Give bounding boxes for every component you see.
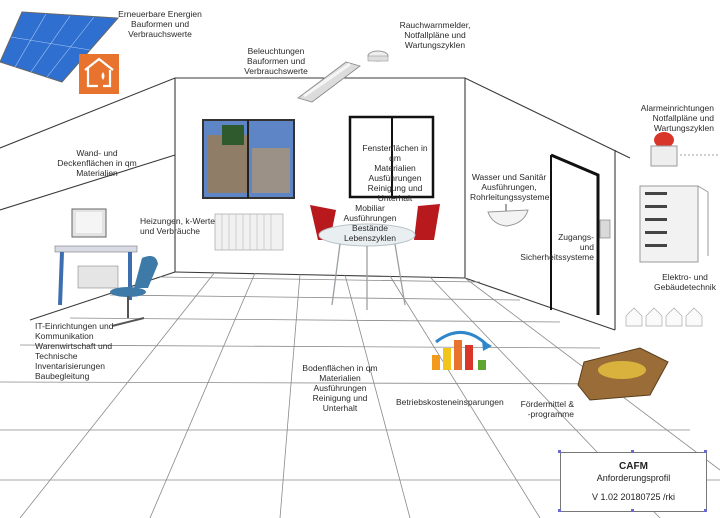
selection-handle[interactable] — [631, 509, 634, 512]
label-furniture: Mobiliar Ausführungen Bestände Lebenszyk… — [343, 203, 397, 243]
door-icon — [550, 153, 611, 315]
label-it-facilities: IT-Einrichtungen und Kommunikation Waren… — [35, 321, 114, 381]
heat-pump-icon — [79, 54, 119, 94]
label-smoke-detectors: Rauchwarnmelder, Notfallpläne und Wartun… — [399, 20, 471, 50]
radiator-icon — [214, 213, 284, 251]
room-outline — [0, 77, 631, 331]
savings-chart-icon — [432, 331, 492, 370]
label-renewable-energy: Erneuerbare Energien Bauformen und Verbr… — [118, 9, 202, 39]
info-box-subtitle: Anforderungsprofil — [596, 473, 671, 483]
window-right — [348, 115, 435, 199]
label-heating: Heizungen, k-Werte und Verbräuche — [140, 216, 215, 236]
selection-handle[interactable] — [704, 509, 707, 512]
ceiling-light-icon — [297, 61, 361, 103]
label-operating-cost-savings: Betriebskosteneinsparungen — [396, 397, 504, 407]
selection-handle[interactable] — [704, 450, 707, 453]
info-box-version: V 1.02 20180725 /rki — [591, 492, 676, 502]
treasure-chest-icon — [577, 347, 669, 401]
selection-handle[interactable] — [558, 450, 561, 453]
alarm-light-icon — [650, 132, 678, 167]
selection-handle[interactable] — [631, 450, 634, 453]
electrical-cabinet-icon — [639, 185, 709, 263]
label-alarm-systems: Alarmeinrichtungen Notfallpläne und Wart… — [640, 103, 714, 133]
label-access-security: Zugangs- und Sicherheitssysteme — [520, 232, 594, 262]
building-icons — [625, 307, 703, 327]
sink-icon — [487, 204, 529, 227]
label-funding-programs: Fördermittel & -programme — [520, 399, 574, 419]
label-window-areas: Fensterflächen in qm Materialien Ausführ… — [362, 143, 428, 203]
label-electrical: Elektro- und Gebäudetechnik — [654, 272, 716, 292]
solar-panel-icon — [0, 11, 120, 83]
computer-desk-icon — [54, 208, 138, 306]
info-box-title: CAFM — [619, 461, 648, 472]
label-lighting: Beleuchtungen Bauformen und Verbrauchswe… — [244, 46, 308, 76]
selection-handle[interactable] — [558, 509, 561, 512]
smoke-detector-icon — [367, 50, 389, 62]
info-box: CAFM Anforderungsprofil V 1.02 20180725 … — [560, 452, 707, 512]
label-walls-ceilings: Wand- und Deckenflächen in qm Materialie… — [57, 148, 137, 178]
window-photo-left — [202, 119, 295, 199]
office-chair-icon — [110, 256, 158, 327]
label-water-sanitary: Wasser und Sanitär Ausführungen, Rohrlei… — [470, 172, 550, 202]
meeting-table-icon — [310, 204, 440, 310]
label-floor-areas: Bodenflächen in qm Materialien Ausführun… — [302, 363, 378, 413]
